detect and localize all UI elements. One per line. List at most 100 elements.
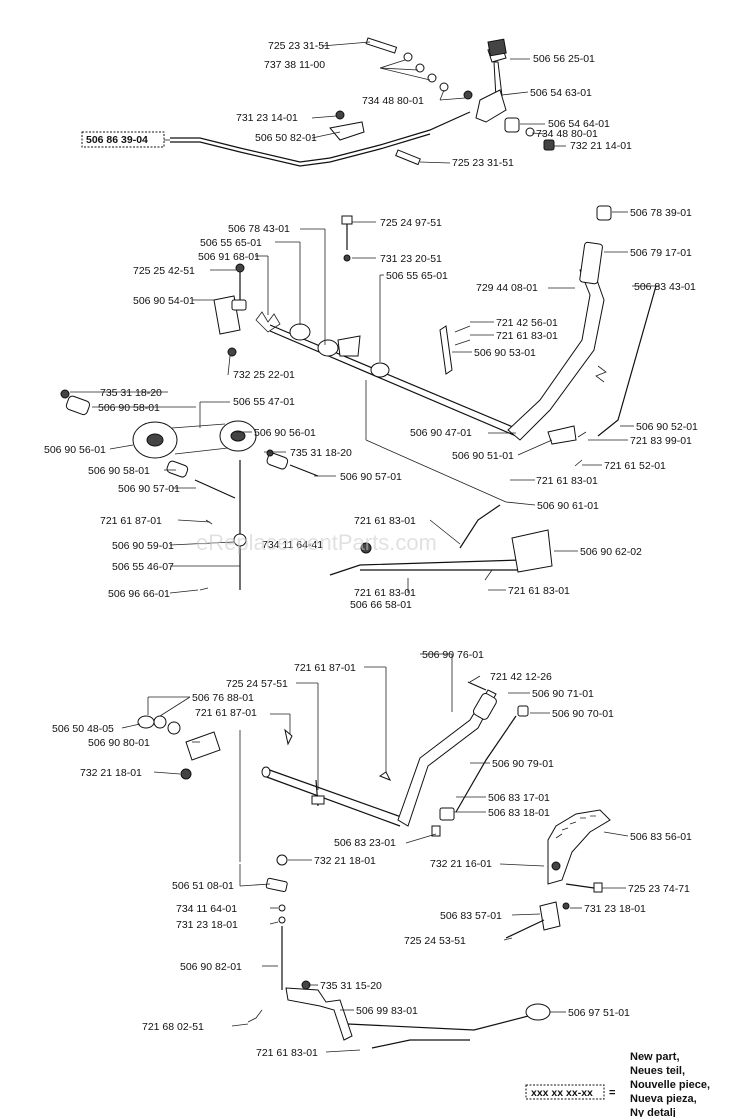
part-number-label: 506 79 17-01	[630, 247, 692, 259]
part-number-label: 506 91 68-01	[198, 251, 260, 263]
part-number-label: 725 24 57-51	[226, 678, 288, 690]
part-number-label: 732 21 16-01	[430, 858, 492, 870]
part-number-label: 506 83 17-01	[488, 792, 550, 804]
part-number-label: 506 83 43-01	[634, 281, 696, 293]
part-number-label: 506 54 64-01	[548, 118, 610, 130]
part-number-label: 506 90 58-01	[98, 402, 160, 414]
part-number-label: 506 78 43-01	[228, 223, 290, 235]
lift-linkage-drawing	[60, 205, 660, 594]
part-number-label: 506 90 53-01	[474, 347, 536, 359]
part-number-label: 506 50 48-05	[52, 723, 114, 735]
part-number-label: 732 21 18-01	[314, 855, 376, 867]
part-number-label: 506 83 18-01	[488, 807, 550, 819]
part-number-label: 725 25 42-51	[133, 265, 195, 277]
part-number-label: 506 51 08-01	[172, 880, 234, 892]
part-number-label: 735 31 18-20	[290, 447, 352, 459]
part-number-label: 506 90 79-01	[492, 758, 554, 770]
legend-equals: =	[609, 1087, 615, 1099]
part-number-label: 506 90 56-01	[44, 444, 106, 456]
part-number-label: 721 61 83-01	[536, 475, 598, 487]
part-number-label: 731 23 18-01	[176, 919, 238, 931]
height-adjust-drawing	[121, 653, 629, 1053]
part-number-label: 506 83 57-01	[440, 910, 502, 922]
part-number-label: 506 99 83-01	[356, 1005, 418, 1017]
part-number-label: 506 50 82-01	[255, 132, 317, 144]
part-number-label: 734 48 80-01	[362, 95, 424, 107]
part-number-label: 721 61 83-01	[354, 515, 416, 527]
part-number-label: 725 24 97-51	[380, 217, 442, 229]
part-number-label: 506 78 39-01	[630, 207, 692, 219]
part-number-label: 506 90 76-01	[422, 649, 484, 661]
part-number-label: 721 61 83-01	[496, 330, 558, 342]
part-number-label: 721 83 99-01	[630, 435, 692, 447]
part-number-label: 734 48 80-01	[536, 128, 598, 140]
part-number-label: 725 23 31-51	[452, 157, 514, 169]
part-number-label: 721 61 87-01	[195, 707, 257, 719]
part-number-label: 506 90 71-01	[532, 688, 594, 700]
part-number-label: 506 83 56-01	[630, 831, 692, 843]
part-number-label: 721 61 52-01	[604, 460, 666, 472]
legend-code: xxx xx xx-xx	[531, 1087, 593, 1099]
part-number-label: 506 55 47-01	[233, 396, 295, 408]
part-number-label: 721 42 56-01	[496, 317, 558, 329]
part-number-label: 721 61 83-01	[354, 587, 416, 599]
part-number-label: 506 90 56-01	[254, 427, 316, 439]
part-number-label: 725 23 31-51	[268, 40, 330, 52]
part-number-label: 721 68 02-51	[142, 1021, 204, 1033]
part-number-label: 506 90 62-02	[580, 546, 642, 558]
legend-line-5: Ny detalj	[630, 1107, 676, 1117]
part-number-label: 506 90 57-01	[340, 471, 402, 483]
part-number-label: 506 90 80-01	[88, 737, 150, 749]
part-number-label: 725 24 53-51	[404, 935, 466, 947]
part-number-label: 734 11 64-01	[176, 903, 237, 915]
part-number-label: 732 21 14-01	[570, 140, 632, 152]
part-number-label: 506 90 47-01	[410, 427, 472, 439]
new-part-box	[81, 131, 165, 148]
part-number-label: 721 61 83-01	[256, 1047, 318, 1059]
part-number-label: 506 90 59-01	[112, 540, 174, 552]
part-number-label: 506 90 82-01	[180, 961, 242, 973]
part-number-label: 721 61 87-01	[100, 515, 162, 527]
part-number-label: 506 90 61-01	[537, 500, 599, 512]
part-number-label: 737 38 11-00	[264, 59, 325, 71]
part-number-labels: 725 23 31-51 737 38 11-00 734 48 80-01 731 …	[44, 40, 698, 1059]
part-number-label: 506 86 39-04	[86, 134, 148, 146]
cable-assembly-drawing	[160, 37, 566, 167]
legend-line-2: Neues teil,	[630, 1065, 685, 1077]
part-number-label: 506 90 52-01	[636, 421, 698, 433]
part-number-label: 731 23 18-01	[584, 903, 646, 915]
part-number-label: 725 23 74-71	[628, 883, 690, 895]
part-number-label: 506 55 65-01	[386, 270, 448, 282]
part-number-label: 721 42 12-26	[490, 671, 552, 683]
part-number-label: 735 31 18-20	[100, 387, 162, 399]
part-number-label: 506 90 57-01	[118, 483, 180, 495]
watermark-text: eReplacementParts.com	[196, 530, 437, 555]
part-number-label: 506 96 66-01	[108, 588, 170, 600]
part-number-label: 735 31 15-20	[320, 980, 382, 992]
part-number-label: 506 90 58-01	[88, 465, 150, 477]
part-number-label: 506 90 51-01	[452, 450, 514, 462]
part-number-label: 731 23 14-01	[236, 112, 298, 124]
legend-line-4: Nueva pieza,	[630, 1093, 697, 1105]
part-number-label: 506 56 25-01	[533, 53, 595, 65]
legend-line-1: New part,	[630, 1051, 680, 1063]
part-number-label: 506 55 65-01	[200, 237, 262, 249]
legend-code-box	[525, 1084, 605, 1100]
part-number-label: 721 61 83-01	[508, 585, 570, 597]
part-number-label: 506 54 63-01	[530, 87, 592, 99]
legend: xxx xx xx-xx = New part, Neues teil, Nou…	[525, 1051, 710, 1117]
part-number-label: 506 76 88-01	[192, 692, 254, 704]
part-number-label: 732 21 18-01	[80, 767, 142, 779]
legend-line-3: Nouvelle piece,	[630, 1079, 710, 1091]
part-number-label: 506 97 51-01	[568, 1007, 630, 1019]
part-number-label: 734 11 64-41	[262, 539, 323, 551]
part-number-label: 506 83 23-01	[334, 837, 396, 849]
part-number-label: 729 44 08-01	[476, 282, 538, 294]
part-number-label: 731 23 20-51	[380, 253, 442, 265]
part-number-label: 506 55 46-07	[112, 561, 174, 573]
part-number-label: 506 66 58-01	[350, 599, 412, 611]
part-number-label: 506 90 54-01	[133, 295, 195, 307]
part-number-label: 506 90 70-01	[552, 708, 614, 720]
